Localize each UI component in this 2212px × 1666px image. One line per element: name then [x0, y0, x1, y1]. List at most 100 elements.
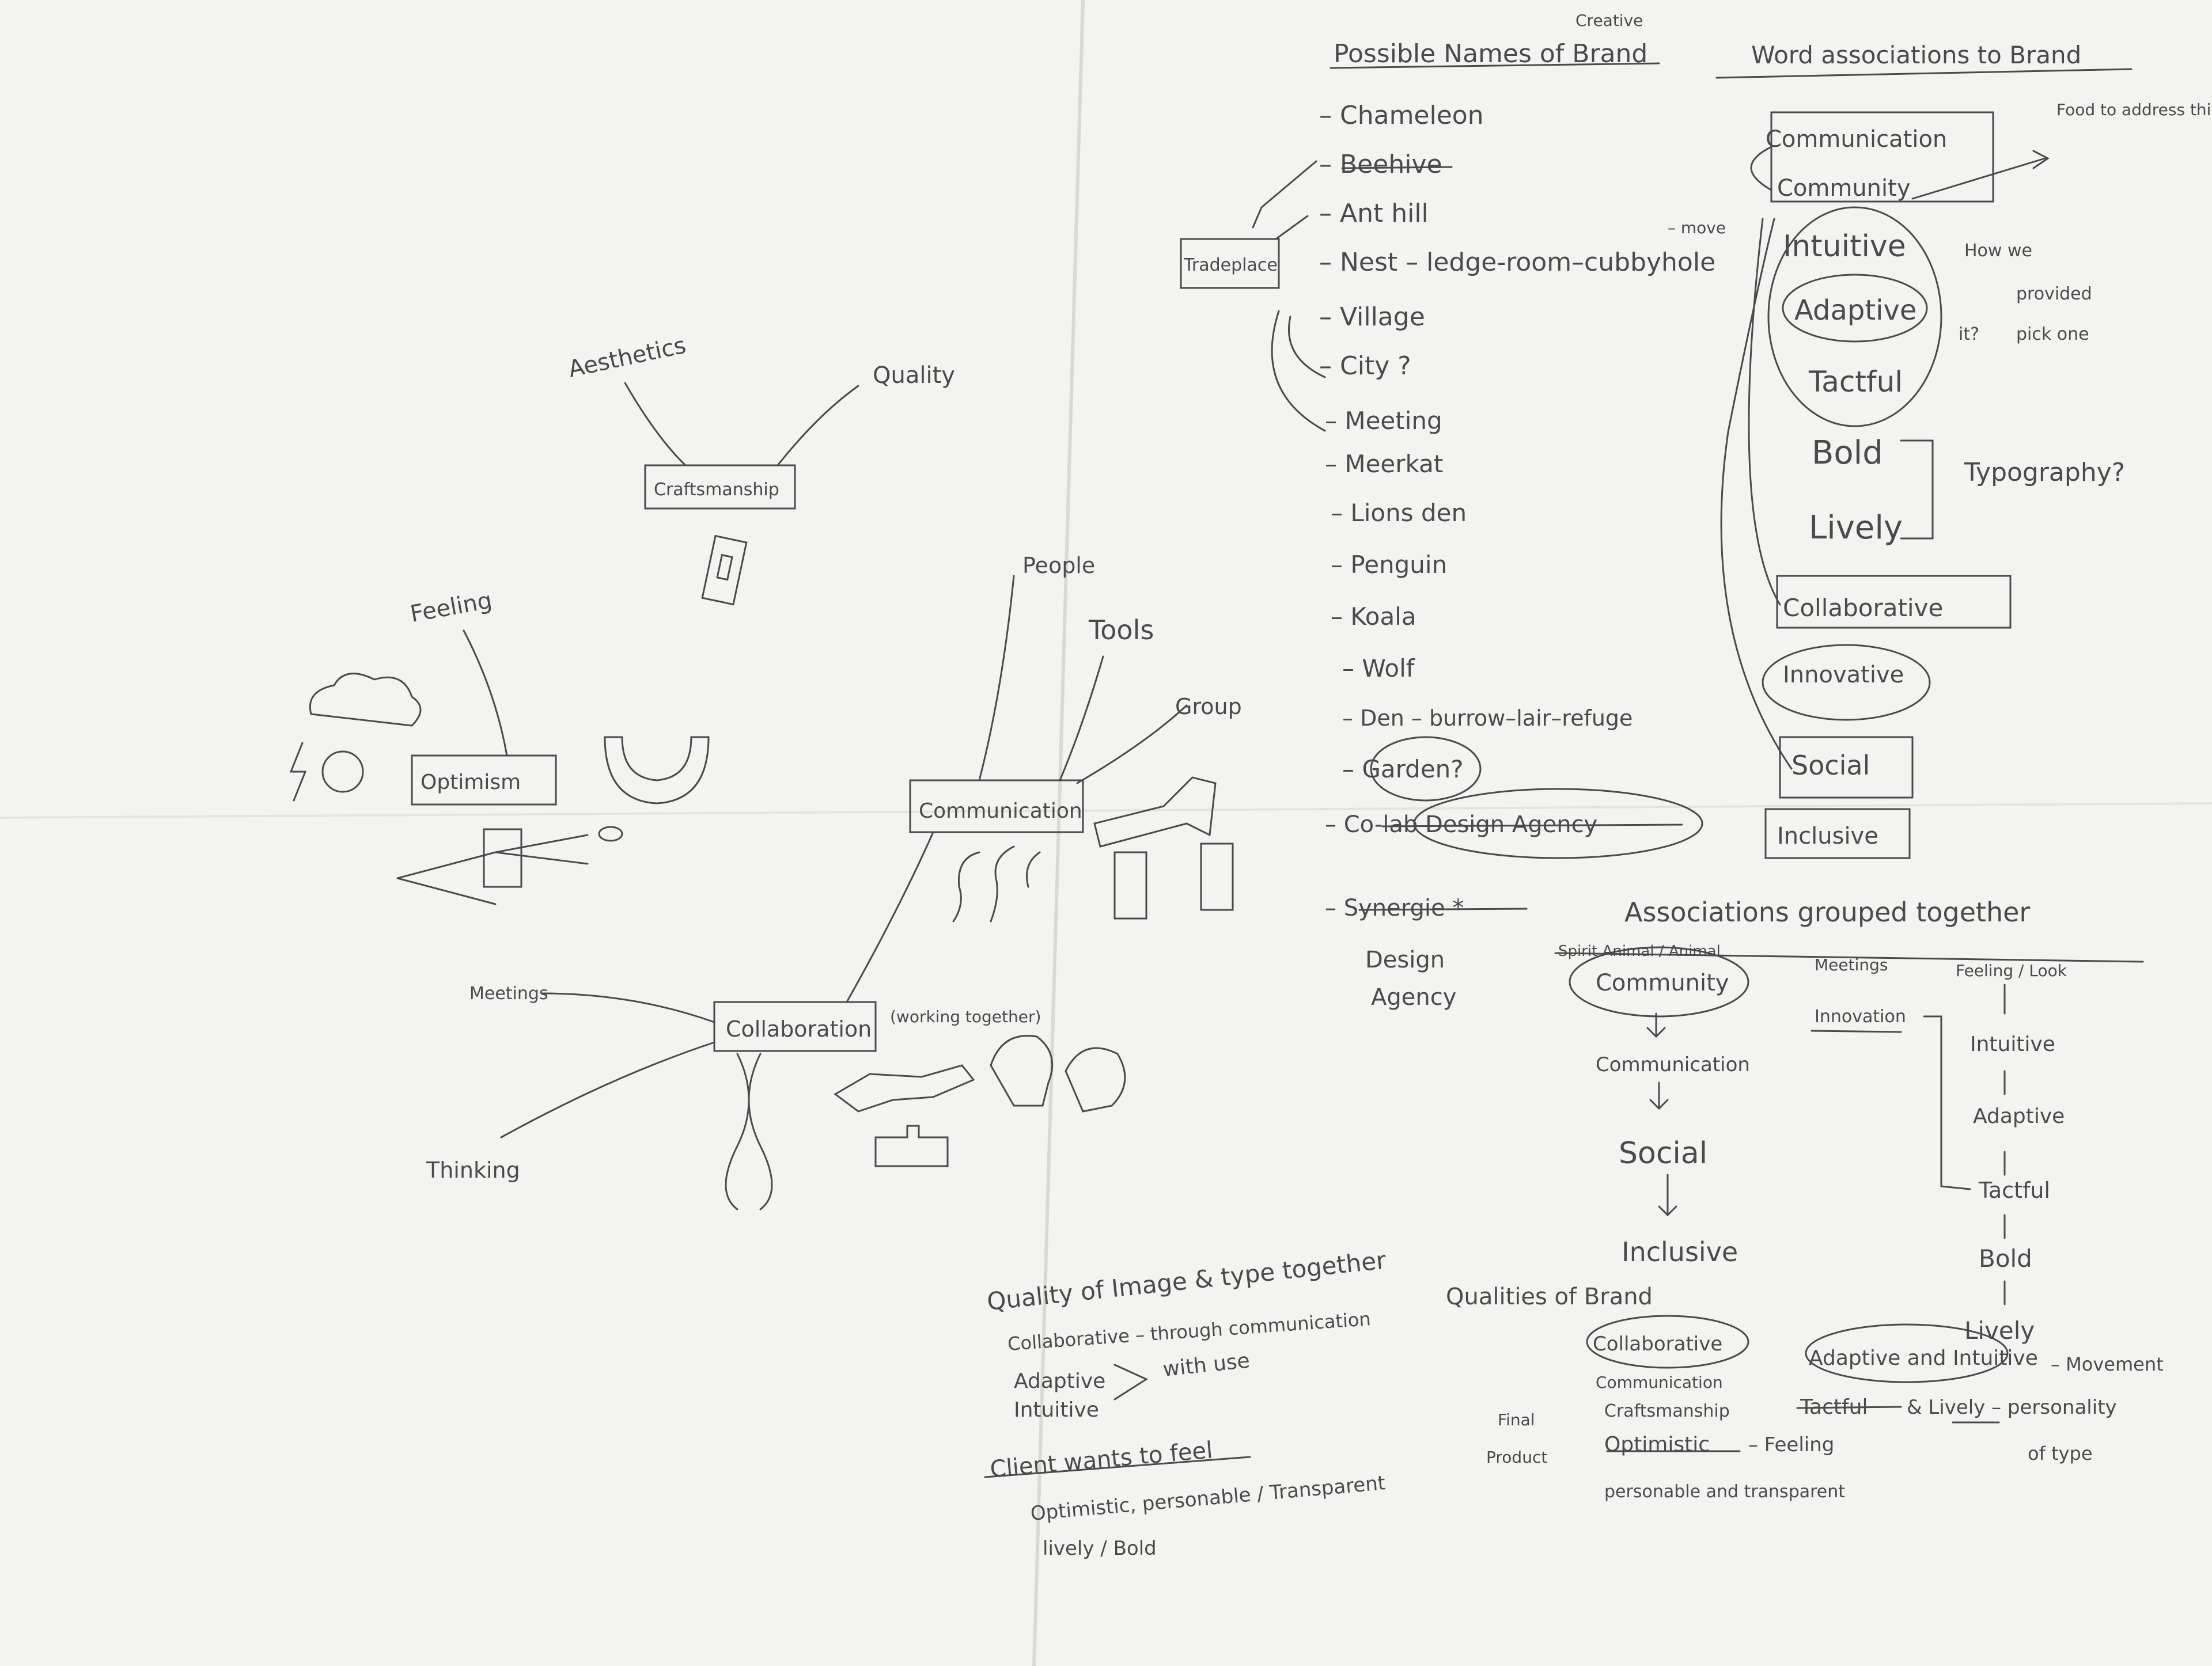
quality-right: of type	[2028, 1443, 2093, 1464]
strike-tactful	[1796, 1406, 1902, 1409]
arrow-beehive-tradeplace	[1252, 160, 1317, 229]
paper-fold-horizontal	[0, 802, 2212, 819]
label-quality: Quality	[873, 362, 955, 389]
grouped-col3-item: Tactful	[1978, 1178, 2050, 1203]
grouped-col1-item: Community	[1596, 970, 1729, 996]
communication-box	[909, 779, 1084, 833]
label-meetings: Meetings	[469, 984, 548, 1004]
association-box-inclusive	[1764, 808, 1911, 859]
name-item: – Chameleon	[1319, 101, 1484, 130]
handshake-icon	[834, 1064, 975, 1113]
association-ellipse-innovative	[1762, 644, 1931, 721]
megaphone-icon	[1093, 776, 1217, 848]
quality-left: Collaborative	[1593, 1333, 1722, 1356]
client-line: lively / Bold	[1043, 1537, 1157, 1560]
strike-beehive	[1341, 166, 1453, 169]
label-people: People	[1022, 553, 1095, 578]
lightbulbs-icon	[990, 1035, 1126, 1113]
cloud-icon	[309, 673, 422, 727]
name-item: – Meeting	[1325, 407, 1442, 435]
garden-ellipse	[1370, 736, 1482, 802]
community-ellipse	[1569, 946, 1749, 1018]
name-item: – Wolf	[1342, 654, 1415, 682]
dna-icon	[725, 1053, 773, 1210]
grouped-col1-item: Social	[1619, 1136, 1707, 1171]
quality-right: Tactful	[1800, 1395, 1868, 1419]
association-box-1	[1770, 111, 1994, 203]
assoc-social: Social	[1791, 750, 1870, 781]
move-note: – move	[1668, 218, 1726, 237]
name-item: – Meerkat	[1325, 450, 1443, 478]
grouped-col3-item: Adaptive	[1973, 1105, 2065, 1128]
quality-right: – Movement	[2051, 1353, 2164, 1375]
switch-icon-1	[701, 534, 748, 606]
grouped-header: Associations grouped together	[1624, 897, 2030, 928]
name-item: – Koala	[1331, 602, 1416, 631]
link-communication-collaboration	[846, 831, 934, 1003]
association-box-social	[1779, 736, 1914, 799]
link-people	[978, 575, 1015, 781]
final-product: Final	[1498, 1410, 1535, 1429]
how-note-3: it?	[1959, 324, 1979, 344]
tradeplace-label: Tradeplace	[1183, 255, 1278, 275]
loop-left	[1750, 146, 1772, 191]
collaborative-ellipse	[1586, 1315, 1749, 1369]
grouped-underline	[1554, 952, 2144, 963]
arrow-collab-intuitive	[1748, 218, 1781, 606]
grouped-col2-head: Meetings	[1815, 955, 1888, 974]
quality-feeling: – Feeling	[1748, 1433, 1834, 1456]
label-thinking: Thinking	[426, 1158, 520, 1183]
name-item: – Village	[1319, 302, 1425, 332]
how-note-1: How we	[1964, 241, 2032, 261]
assoc-collaborative: Collaborative	[1783, 594, 1943, 622]
arrow-innov-tactful	[1923, 1015, 1971, 1190]
name-item: – Lions den	[1331, 499, 1467, 527]
arrow-need	[1911, 150, 2050, 200]
grouped-col1-item: Communication	[1596, 1053, 1750, 1076]
link-thinking	[500, 1041, 715, 1139]
label-communication: Communication	[919, 799, 1082, 823]
image-type-line: Adaptive	[1014, 1369, 1105, 1393]
assoc-community: Community	[1777, 175, 1911, 202]
phone-icon-2	[1200, 843, 1234, 911]
underline-header	[1715, 68, 2133, 79]
name-item: – Nest – ledge-room–cubbyhole	[1319, 248, 1715, 277]
label-optimism: Optimism	[421, 771, 521, 794]
puzzle-icon	[874, 1125, 949, 1167]
assoc-inclusive: Inclusive	[1777, 823, 1878, 849]
name-item: – Synergie *	[1325, 895, 1464, 921]
arrow-col1-1	[1646, 1012, 1666, 1038]
lightning-icon	[289, 742, 307, 802]
association-ellipse-2	[1767, 206, 1942, 427]
arrow-meeting-village	[1271, 310, 1326, 432]
label-collaboration: Collaboration	[726, 1016, 872, 1042]
link-meetings	[540, 992, 715, 1023]
qualities-header: Qualities of Brand	[1446, 1284, 1653, 1310]
people-heads-icon	[952, 845, 1041, 923]
name-item: – Penguin	[1331, 551, 1447, 579]
name-item: – Co-lab Design Agency	[1325, 811, 1597, 838]
bracket-with-use	[1113, 1364, 1149, 1401]
need-note: Food to address this need?	[2056, 100, 2212, 119]
quality-right: Adaptive and Intuitive	[1809, 1346, 2038, 1370]
link-tools	[1059, 655, 1104, 781]
phone-icon-1	[1113, 851, 1147, 920]
assoc-communication: Communication	[1766, 126, 1947, 153]
label-group: Group	[1175, 694, 1242, 719]
eye-arrow-icon	[396, 834, 589, 905]
grouped-col3-head: Feeling / Look	[1956, 961, 2067, 980]
label-working-together: (working together)	[890, 1007, 1041, 1026]
image-type-line: Intuitive	[1014, 1398, 1099, 1422]
arrow-col1-3	[1658, 1174, 1677, 1217]
quality-right: & Lively – personality	[1907, 1396, 2117, 1419]
grouped-col2-item: Innovation	[1815, 1007, 1906, 1027]
how-note-4: pick one	[2016, 324, 2089, 344]
assoc-tactful: Tactful	[1808, 365, 1903, 399]
name-item: – Den – burrow–lair–refuge	[1342, 705, 1633, 731]
assoc-innovative: Innovative	[1783, 662, 1904, 688]
name-item: – Ant hill	[1319, 199, 1429, 228]
name-item: – Beehive	[1319, 150, 1442, 179]
name-item: Agency	[1371, 984, 1456, 1011]
link-group	[1076, 704, 1188, 784]
